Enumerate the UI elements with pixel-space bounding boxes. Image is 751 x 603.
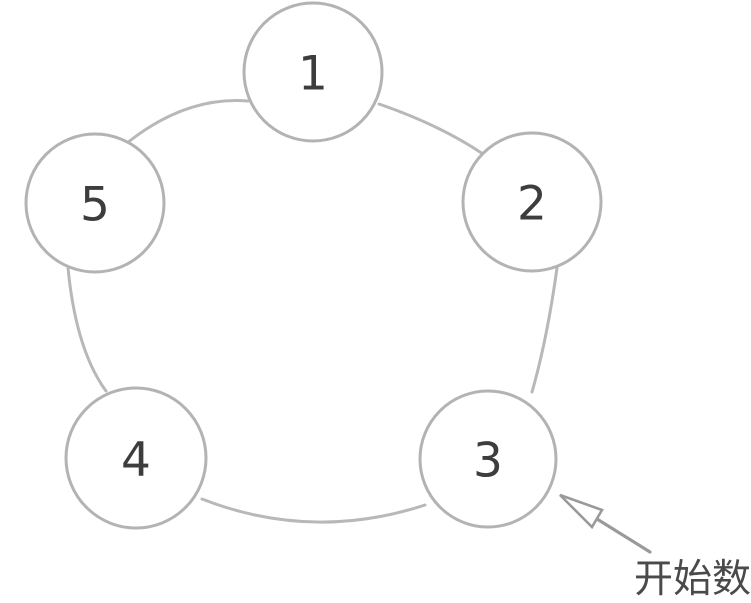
node-2-label: 2	[517, 177, 547, 232]
node-3[interactable]: 3	[418, 389, 558, 529]
node-1-label: 1	[298, 47, 328, 102]
link-2-to-3	[530, 266, 559, 394]
link-5-to-1	[125, 99, 250, 145]
node-4[interactable]: 4	[64, 386, 208, 530]
node-1[interactable]: 1	[242, 1, 384, 143]
annotation-arrow-shaft	[595, 517, 652, 554]
node-5-label: 5	[80, 178, 110, 233]
node-2[interactable]: 2	[461, 131, 603, 273]
node-5-circle[interactable]	[24, 132, 166, 274]
node-4-circle[interactable]	[64, 386, 208, 530]
node-5[interactable]: 5	[24, 132, 166, 274]
link-4-to-5	[66, 266, 108, 393]
node-1-circle[interactable]	[242, 1, 384, 143]
node-4-label: 4	[121, 433, 151, 488]
link-3-to-4	[200, 497, 427, 524]
link-group	[66, 99, 559, 524]
node-3-label: 3	[473, 434, 503, 489]
node-group: 1 2 3 4 5	[24, 1, 603, 530]
annotation-label: 开始数	[634, 557, 751, 602]
node-2-circle[interactable]	[461, 131, 603, 273]
node-3-circle[interactable]	[418, 389, 558, 529]
annotation-arrow-head-icon	[559, 493, 604, 530]
start-annotation: 开始数	[559, 493, 751, 602]
link-1-to-2	[377, 102, 485, 156]
